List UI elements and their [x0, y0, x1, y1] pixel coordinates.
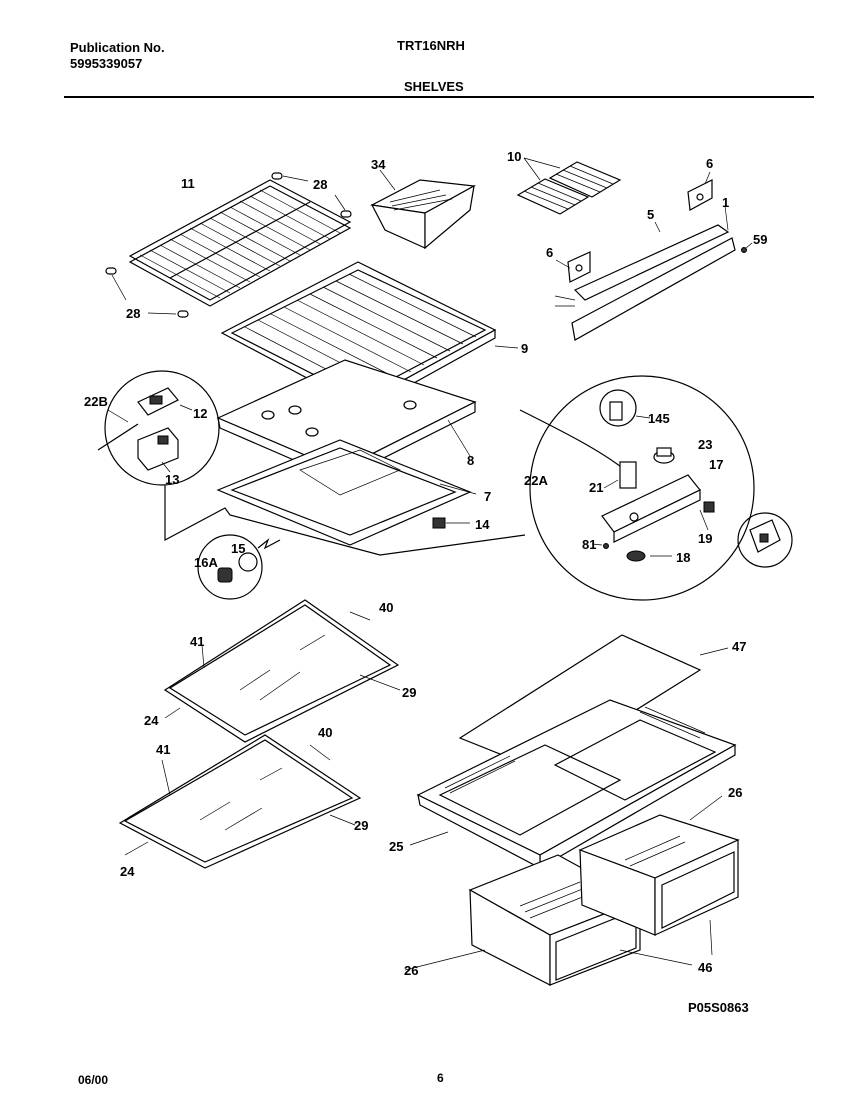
label-part-25: 25 — [389, 839, 403, 854]
label-part-28: 28 — [313, 177, 327, 192]
label-part-29: 29 — [354, 818, 368, 833]
shelf-frame-part-7 — [216, 439, 477, 546]
label-part-23: 23 — [698, 437, 712, 452]
label-part-16a: 16A — [194, 555, 218, 570]
label-part-41: 41 — [156, 742, 170, 757]
label-part-145: 145 — [648, 411, 670, 426]
publication-number: 5995339057 — [70, 56, 143, 71]
bracket-assembly-parts-1-5-6 — [554, 171, 753, 341]
label-part-22b: 22B — [84, 394, 108, 409]
label-part-19: 19 — [698, 531, 712, 546]
label-part-34: 34 — [371, 157, 386, 172]
switch-detail-circle — [737, 512, 793, 568]
label-part-81: 81 — [582, 537, 596, 552]
label-part-5: 5 — [647, 207, 654, 222]
label-part-59: 59 — [753, 232, 767, 247]
crisper-cover-part-47-25 — [409, 634, 737, 870]
label-part-9: 9 — [521, 341, 528, 356]
shelf-support-part-28 — [105, 172, 352, 318]
label-part-6: 6 — [706, 156, 713, 171]
label-part-46: 46 — [698, 960, 712, 975]
label-part-17: 17 — [709, 457, 723, 472]
publication-label: Publication No. — [70, 40, 165, 55]
label-part-1: 1 — [722, 195, 729, 210]
footer-page-number: 6 — [437, 1071, 444, 1085]
control-detail-circle — [97, 370, 526, 556]
model-number: TRT16NRH — [397, 38, 465, 53]
label-part-18: 18 — [676, 550, 690, 565]
label-part-11: 11 — [181, 176, 195, 191]
label-part-7: 7 — [484, 489, 491, 504]
label-part-40: 40 — [318, 725, 332, 740]
ice-tray-part-10 — [516, 157, 622, 215]
drawing-code: P05S0863 — [688, 1000, 749, 1015]
label-part-10: 10 — [507, 149, 521, 164]
label-part-40: 40 — [379, 600, 393, 615]
label-part-24: 24 — [120, 864, 135, 879]
label-part-24: 24 — [144, 713, 159, 728]
label-part-22a: 22A — [524, 473, 548, 488]
section-title: SHELVES — [404, 79, 464, 94]
thermostat-detail-circle — [519, 375, 755, 601]
glass-shelf-lower — [118, 734, 362, 869]
label-part-15: 15 — [231, 541, 245, 556]
label-part-29: 29 — [402, 685, 416, 700]
label-part-28: 28 — [126, 306, 140, 321]
label-part-47: 47 — [732, 639, 746, 654]
bin-part-34 — [370, 169, 476, 250]
label-part-6: 6 — [546, 245, 553, 260]
footer-date: 06/00 — [78, 1073, 109, 1087]
label-part-26: 26 — [728, 785, 742, 800]
wire-shelf-part-11 — [128, 179, 352, 307]
label-part-8: 8 — [467, 453, 474, 468]
label-part-21: 21 — [589, 480, 603, 495]
header-rule — [64, 96, 814, 98]
glass-shelf-upper — [163, 599, 401, 743]
label-part-41: 41 — [190, 634, 204, 649]
crisper-drawer-right — [578, 795, 740, 956]
lamp-detail-circle — [197, 534, 281, 600]
label-part-13: 13 — [165, 472, 179, 487]
label-part-12: 12 — [193, 406, 207, 421]
label-part-26: 26 — [404, 963, 418, 978]
label-part-14: 14 — [475, 517, 490, 532]
